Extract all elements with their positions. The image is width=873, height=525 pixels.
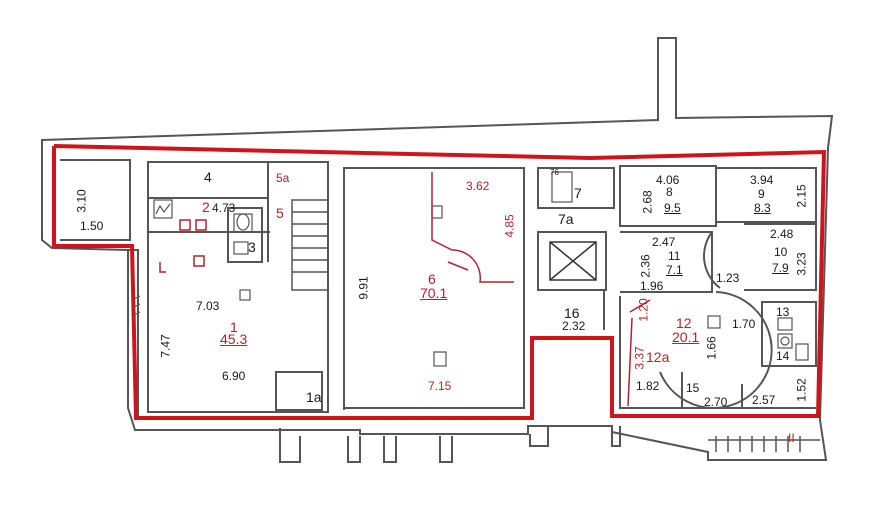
dim-7-15: 7.15 (428, 379, 452, 393)
room-6-number: 6 (428, 271, 436, 287)
room-1a-number: 1a (306, 389, 322, 405)
room-12a-number: 12a (646, 349, 670, 365)
room-13-number: 13 (776, 305, 790, 319)
room-11-number: 11 (668, 249, 681, 263)
dim-6-90: 6.90 (222, 369, 246, 383)
room-14-number: 14 (776, 349, 790, 363)
dim-1-70: 1.70 (732, 317, 756, 331)
dim-2-57: 2.57 (752, 393, 776, 407)
leased-area-boundary (52, 144, 827, 420)
room-12-number: 12 (676, 315, 692, 331)
hatch (131, 295, 141, 317)
red-fixture-marks (159, 172, 651, 407)
dim-2-15: 2.15 (794, 184, 809, 208)
dim-7-47: 7.47 (158, 334, 173, 358)
room-10-area: 7.9 (772, 261, 789, 275)
dim-2-68: 2.68 (640, 190, 655, 214)
room-7a-number: 7a (558, 211, 574, 227)
dim-4-06: 4.06 (656, 173, 680, 187)
dim-2-48: 2.48 (770, 227, 794, 241)
room-1-number: 1 (230, 319, 238, 335)
stairs (291, 199, 820, 452)
room-2-number: 2 (202, 199, 210, 215)
interior-walls (147, 161, 817, 463)
room-5-number: 5 (276, 205, 284, 221)
dim-7-03: 7.03 (196, 299, 220, 313)
dim-2-70: 2.70 (704, 395, 728, 409)
arc-walls (659, 231, 773, 409)
dim-3-62: 3.62 (466, 179, 490, 193)
elevator-shaft (549, 241, 597, 281)
room-10-number: 10 (774, 245, 788, 259)
dim-1-52: 1.52 (794, 378, 809, 402)
dim-1-82: 1.82 (636, 379, 660, 393)
room-8-area: 9.5 (664, 201, 681, 215)
room-4-number: 4 (204, 169, 212, 185)
room-15-number: 15 (686, 381, 700, 395)
dim-3-94: 3.94 (750, 173, 774, 187)
dim-2-32: 2.32 (562, 319, 586, 333)
dim-9-91: 9.91 (356, 276, 371, 300)
room-11-area: 7.1 (666, 263, 683, 277)
stair-mark: II (788, 431, 795, 445)
room-1-area: 45.3 (220, 331, 248, 347)
fixtures (153, 171, 809, 367)
room-6-area: 70.1 (420, 285, 448, 301)
dim-1-96: 1.96 (640, 279, 664, 293)
dim-2-36: 2.36 (638, 254, 653, 278)
dim-3-10: 3.10 (74, 189, 89, 213)
dim-2-47: 2.47 (652, 235, 676, 249)
room-9-area: 8.3 (754, 201, 771, 215)
dim-1-50: 1.50 (80, 219, 104, 233)
dim-76: 76 (550, 168, 559, 177)
room-12-area: 20.1 (672, 329, 700, 345)
room-8-number: 8 (666, 185, 673, 199)
dim-1-66: 1.66 (704, 336, 719, 360)
dim-1-23: 1.23 (716, 271, 740, 285)
dim-3-23: 3.23 (794, 252, 809, 276)
dim-4-85: 4.85 (502, 214, 517, 238)
dim-4-73: 4.73 (212, 201, 236, 215)
dim-3-37: 3.37 (632, 346, 647, 370)
dim-1-20: 1.20 (636, 298, 651, 322)
room-16-number: 16 (564, 305, 580, 321)
room-3-number: 3 (248, 239, 256, 255)
room-7-number: 7 (574, 185, 582, 201)
room-9-number: 9 (758, 187, 765, 201)
room-5a-number: 5a (276, 171, 290, 185)
